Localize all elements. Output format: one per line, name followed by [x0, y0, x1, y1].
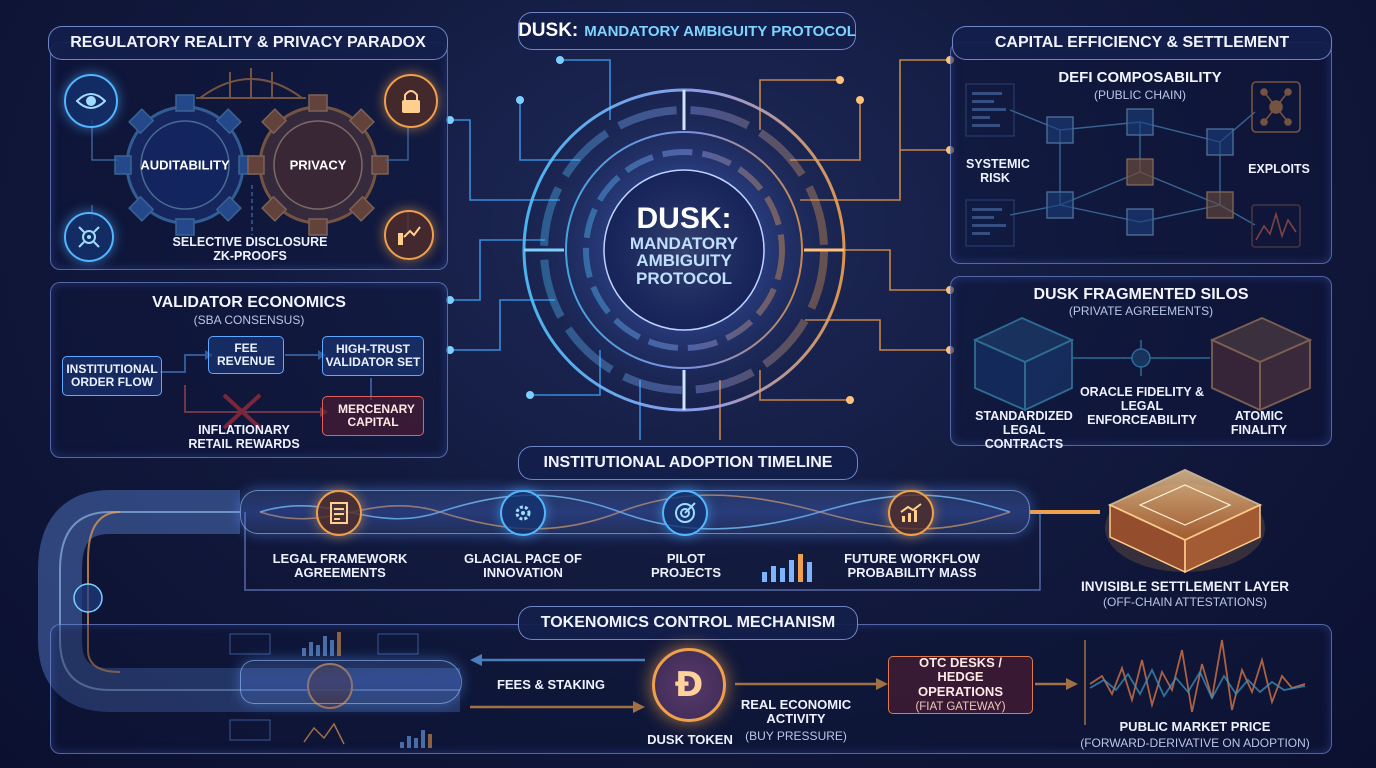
core-line2: MANDATORY	[629, 233, 739, 253]
validator-subtitle: (SBA CONSENSUS)	[193, 313, 305, 327]
silos-title: DUSK FRAGMENTED SILOS	[1033, 286, 1249, 303]
inflationary-rewards-label: INFLATIONARY RETAIL REWARDS	[188, 423, 300, 451]
market-price-label: PUBLIC MARKET PRICE	[1119, 719, 1271, 734]
regulatory-panel	[50, 42, 448, 270]
page-title: DUSK: MANDATORY AMBIGUITY PROTOCOL	[518, 12, 856, 50]
timeline-step-2: GLACIAL PACE OF INNOVATION	[464, 551, 582, 581]
market-price-subtitle: (FORWARD-DERIVATIVE ON ADOPTION)	[1080, 736, 1310, 750]
mercenary-capital-box: MERCENARY CAPITAL	[322, 396, 424, 436]
buy-pressure-label: (BUY PRESSURE)	[745, 729, 847, 743]
lock-icon	[384, 74, 438, 128]
title-rest: MANDATORY AMBIGUITY PROTOCOL	[584, 22, 856, 40]
core-label: DUSK: MANDATORY AMBIGUITY PROTOCOL	[604, 203, 764, 288]
right-nodes	[836, 56, 954, 404]
core-line4: PROTOCOL	[635, 269, 733, 289]
network-node-icon	[64, 212, 114, 262]
silos-subtitle: (PRIVATE AGREEMENTS)	[1068, 304, 1214, 318]
core-line1: DUSK:	[636, 202, 732, 235]
order-flow-box: INSTITUTIONAL ORDER FLOW	[62, 356, 162, 396]
title-brand: DUSK:	[518, 20, 579, 41]
fee-revenue-box: FEE REVENUE	[208, 336, 284, 374]
tokenomics-tube	[240, 660, 462, 704]
settlement-cube	[1105, 468, 1265, 574]
token-glyph: Ð	[674, 665, 704, 705]
timeline-step-1: LEGAL FRAMEWORK AGREEMENTS	[272, 551, 408, 581]
document-icon	[316, 490, 362, 536]
timeline-title: INSTITUTIONAL ADOPTION TIMELINE	[518, 446, 858, 480]
tokenomics-title: TOKENOMICS CONTROL MECHANISM	[518, 606, 858, 640]
privacy-gear: PRIVACY	[289, 157, 347, 173]
gear-network-icon	[500, 490, 546, 536]
eye-icon	[64, 74, 118, 128]
otc-desks-box: OTC DESKS / HEDGE OPERATIONS (FIAT GATEW…	[888, 655, 1033, 714]
defi-subtitle: (PUBLIC CHAIN)	[1093, 88, 1186, 102]
fees-staking-label: FEES & STAKING	[496, 677, 606, 692]
real-activity-label: REAL ECONOMIC ACTIVITY	[740, 697, 852, 727]
timeline-step-4: FUTURE WORKFLOW PROBABILITY MASS	[844, 551, 980, 581]
dusk-token-icon: Ð	[652, 648, 726, 722]
settlement-layer-title: INVISIBLE SETTLEMENT LAYER	[1080, 579, 1290, 594]
settlement-layer-subtitle: (OFF-CHAIN ATTESTATIONS)	[1103, 595, 1267, 609]
capital-title: CAPITAL EFFICIENCY & SETTLEMENT	[952, 26, 1332, 60]
oracle-fidelity-label: ORACLE FIDELITY & LEGAL ENFORCEABILITY	[1079, 385, 1205, 427]
validator-title: VALIDATOR ECONOMICS	[152, 294, 346, 311]
regulatory-title: REGULATORY REALITY & PRIVACY PARADOX	[48, 26, 448, 60]
left-nodes	[446, 56, 564, 399]
core-line3: AMBIGUITY	[636, 251, 732, 271]
auditability-gear: AUDITABILITY	[140, 157, 230, 173]
validator-set-box: HIGH-TRUST VALIDATOR SET	[322, 336, 424, 376]
silos-panel	[950, 276, 1332, 446]
growth-tool-icon	[384, 210, 434, 260]
selective-disclosure-caption: SELECTIVE DISCLOSURE ZK-PROOFS	[172, 235, 328, 263]
capital-panel	[950, 42, 1332, 264]
growth-chart-icon	[888, 490, 934, 536]
legal-contracts-label: STANDARDIZED LEGAL CONTRACTS	[975, 409, 1073, 451]
target-icon	[662, 490, 708, 536]
exploits-label: EXPLOITS	[1248, 162, 1310, 176]
defi-title: DEFI COMPOSABILITY	[1058, 69, 1222, 86]
dusk-token-label: DUSK TOKEN	[647, 732, 733, 747]
atomic-finality-label: ATOMIC FINALITY	[1230, 409, 1288, 437]
pilot-bar-chart	[762, 554, 812, 582]
systemic-risk-label: SYSTEMIC RISK	[966, 157, 1030, 185]
timeline-step-3: PILOT PROJECTS	[650, 551, 722, 581]
